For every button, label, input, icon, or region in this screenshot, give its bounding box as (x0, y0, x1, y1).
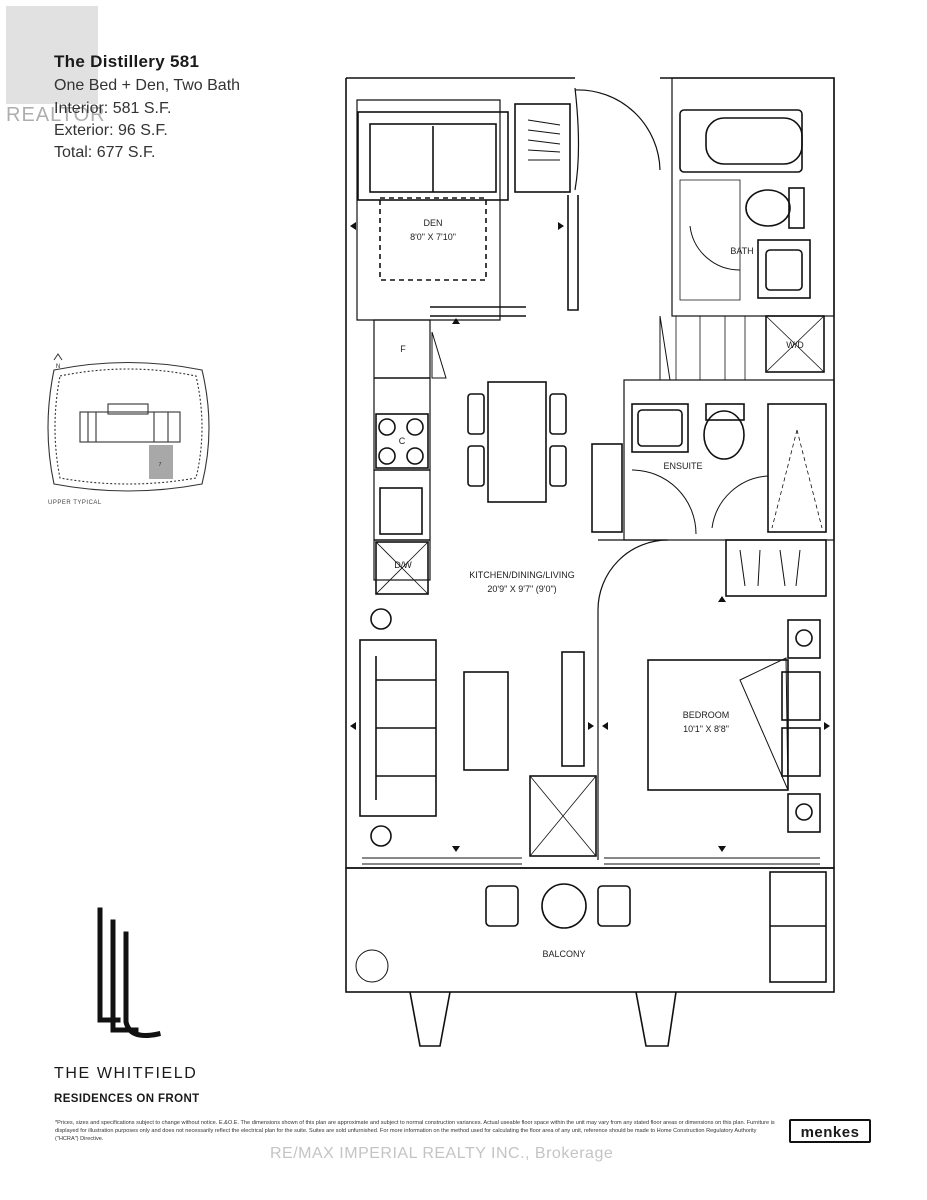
outer-wall (345, 77, 835, 868)
plan-type: One Bed + Den, Two Bath (54, 77, 241, 94)
fridge-label: F (400, 344, 406, 354)
shelf-plant (591, 443, 623, 533)
balcony-lounge (769, 871, 827, 983)
north-indicator: N (56, 364, 60, 370)
realtor-logo (6, 6, 98, 104)
dining-table (487, 381, 547, 503)
kdl-dimensions: 20'9" X 9'7" (9'0") (487, 584, 556, 594)
bathtub (679, 109, 803, 173)
ensuite-shower (767, 403, 827, 533)
tv-console (561, 651, 585, 767)
interior-area: Interior: 581 S.F. (54, 100, 172, 117)
dishwasher (375, 541, 429, 595)
brand-name: THE WHITFIELD (54, 1065, 198, 1082)
washer-dryer (765, 315, 825, 373)
ensuite-sink (631, 403, 689, 453)
disclaimer: *Prices, sizes and specifications subjec… (55, 1120, 775, 1143)
key-plan-caption: UPPER TYPICAL (48, 500, 102, 506)
plan-title: The Distillery 581 (54, 52, 200, 71)
bedroom-closet (725, 539, 827, 597)
balcony (345, 867, 835, 993)
bedroom-door (597, 539, 669, 860)
brokerage-watermark: RE/MAX IMPERIAL REALTY INC., Brokerage (270, 1145, 614, 1162)
brand-subtitle: RESIDENCES ON FRONT (54, 1093, 200, 1105)
den-sofa (357, 111, 509, 201)
balcony-column-right (635, 991, 677, 1047)
key-plan (47, 361, 210, 492)
unit-number: 7 (159, 462, 162, 468)
balcony-column-left (409, 991, 451, 1047)
unit-highlight (149, 445, 173, 479)
bath-label: BATH (730, 246, 753, 256)
cooktop (375, 413, 429, 469)
den-rug (379, 197, 487, 281)
den-label: DEN (423, 218, 442, 228)
realtor-logo-text: REALTOR (6, 104, 106, 126)
dw-label: D/W (394, 560, 412, 570)
ensuite-label: ENSUITE (663, 461, 702, 471)
developer-logo: menkes (789, 1119, 871, 1143)
whitfield-logo (97, 907, 161, 1038)
exterior-area: Exterior: 96 S.F. (54, 122, 168, 139)
wd-label: W/D (786, 340, 804, 350)
coffee-table (463, 671, 509, 771)
balcony-table (541, 883, 587, 929)
bedroom-label: BEDROOM (683, 710, 730, 720)
ensuite-toilet (703, 410, 745, 460)
den-closet (514, 103, 571, 193)
cooktop-label: C (399, 436, 406, 446)
kdl-label: KITCHEN/DINING/LIVING (469, 570, 575, 580)
balcony-label: BALCONY (542, 949, 585, 959)
kitchen-counter (373, 319, 431, 581)
total-area: Total: 677 S.F. (54, 144, 156, 161)
den-dimensions: 8'0" X 7'10" (410, 232, 456, 242)
bed (647, 659, 789, 791)
kitchen-sink (379, 487, 423, 535)
den-door (574, 87, 661, 191)
bath-toilet (745, 189, 791, 227)
bath-sink (757, 239, 811, 299)
closet (529, 775, 597, 857)
bedroom-dimensions: 10'1" X 8'8" (683, 724, 729, 734)
living-lamp (370, 608, 392, 630)
